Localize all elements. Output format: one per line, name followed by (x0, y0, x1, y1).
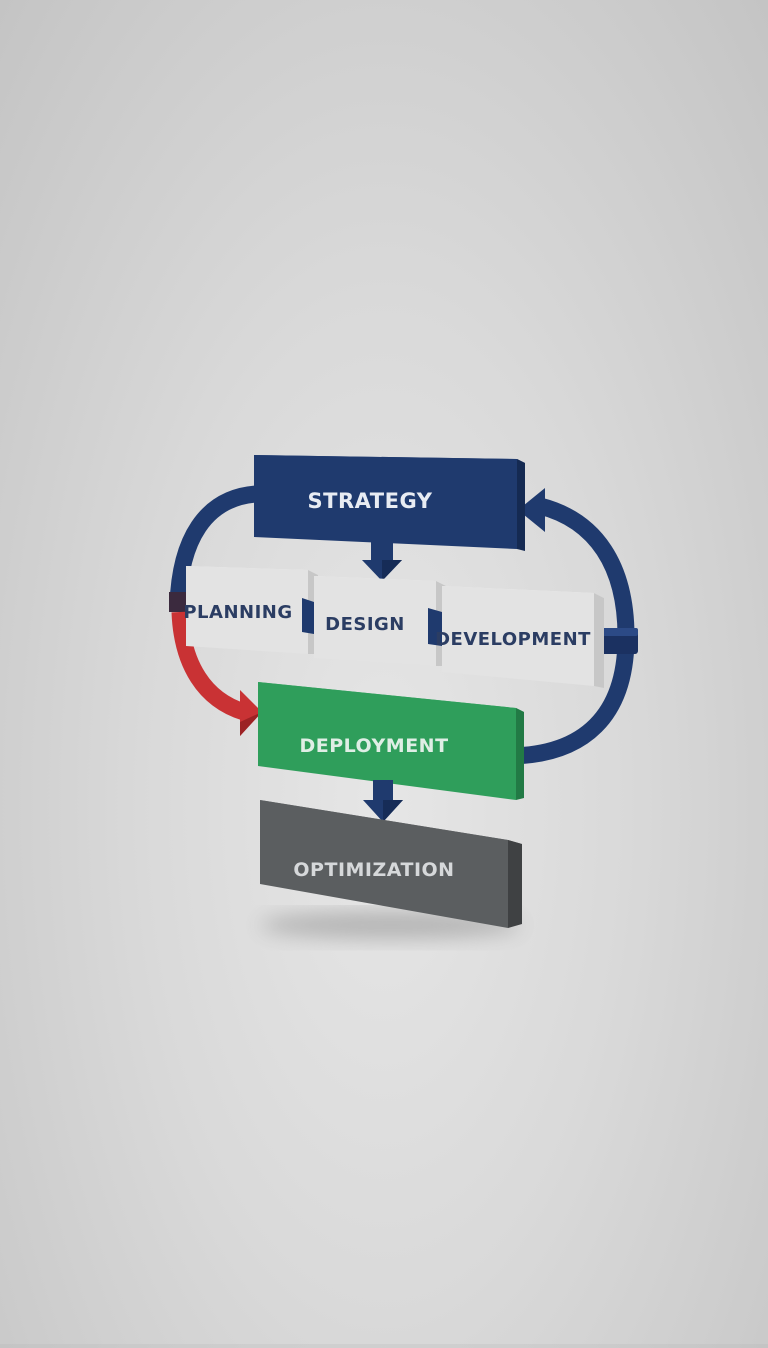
deployment-down-arrow (363, 780, 403, 822)
optimization-block: OPTIMIZATION (260, 800, 522, 928)
right-loop-clamp-face (594, 628, 638, 636)
planning-label: PLANNING (183, 602, 292, 623)
development-face (442, 586, 594, 686)
design-face (314, 576, 436, 666)
design-development-connector (428, 608, 442, 646)
development-label: DEVELOPMENT (435, 629, 591, 650)
development-block: DEVELOPMENT (435, 586, 604, 688)
deployment-block: DEPLOYMENT (258, 682, 524, 800)
planning-face (186, 566, 308, 654)
optimization-side (508, 840, 522, 928)
strategy-side (517, 459, 525, 551)
planning-block: PLANNING (183, 566, 318, 654)
deployment-label: DEPLOYMENT (299, 735, 448, 757)
strategy-label: STRATEGY (308, 489, 433, 513)
optimization-face (260, 800, 508, 928)
optimization-label: OPTIMIZATION (293, 859, 454, 881)
feedback-arrow (171, 611, 247, 721)
deployment-arrow-head-shade (383, 800, 403, 822)
left-loop-clamp (169, 592, 187, 612)
left-loop-arrow (169, 485, 258, 606)
strategy-arrow-stem (371, 542, 393, 562)
design-block: DESIGN (314, 576, 446, 666)
planning-design-connector (302, 598, 314, 634)
strategy-down-arrow (362, 542, 402, 581)
deployment-face (258, 682, 516, 800)
development-side (594, 593, 604, 688)
deployment-side (516, 708, 524, 800)
strategy-block: STRATEGY (254, 455, 525, 551)
design-label: DESIGN (325, 614, 405, 635)
feedback-arrow-head-shade (240, 712, 262, 736)
strategy-arrow-head-shade (382, 560, 402, 581)
deployment-arrow-stem (373, 780, 393, 802)
strategy-face (254, 455, 517, 549)
right-loop-arrow-head (518, 488, 545, 532)
